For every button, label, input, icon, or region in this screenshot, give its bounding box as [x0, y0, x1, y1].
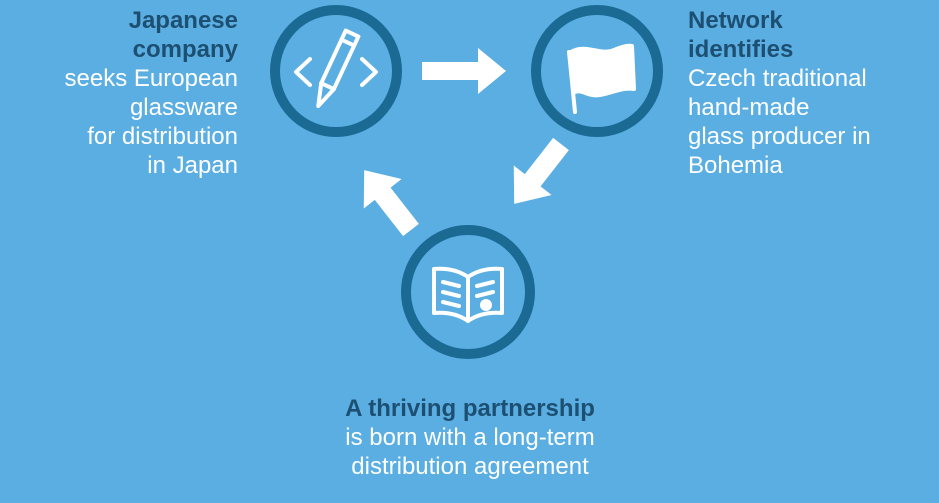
bottom-step-body-line-1: is born with a long-term: [345, 424, 595, 451]
left-step-body-line-2: glassware: [129, 94, 238, 121]
flag-icon: [567, 43, 636, 114]
left-step-title-line-1: Japanese: [128, 7, 238, 34]
right-step-title-line-2: identifies: [688, 36, 794, 63]
arrow-right-to-bottom: [513, 137, 569, 204]
right-step-body-line-1: Czech traditional: [688, 65, 867, 92]
arrow-left-to-right: [422, 48, 506, 94]
left-step-body-line-1: seeks European: [64, 65, 238, 92]
left-step-title-line-2: company: [132, 36, 238, 63]
bottom-step-text: A thriving partnership is born with a lo…: [280, 394, 660, 481]
right-step-body-line-2: hand-made: [688, 94, 810, 121]
left-step-circle: [270, 5, 402, 137]
left-step-body-line-3: for distribution: [87, 123, 238, 150]
bottom-step-body-line-2: distribution agreement: [351, 453, 589, 480]
left-step-body-line-4: in Japan: [147, 152, 238, 179]
arrow-bottom-to-left: [363, 170, 419, 237]
code-pencil-icon: [294, 28, 378, 109]
right-step-circle: [531, 5, 663, 137]
bottom-step-circle: [401, 225, 535, 359]
left-step-text: Japanese company seeks European glasswar…: [0, 6, 238, 180]
right-step-text: Network identifies Czech traditional han…: [688, 6, 939, 180]
right-step-body-line-4: Bohemia: [688, 152, 783, 179]
right-step-title-line-1: Network: [688, 7, 783, 34]
open-book-icon: [432, 266, 504, 323]
bottom-step-title-line-1: A thriving partnership: [345, 395, 595, 422]
right-step-body-line-3: glass producer in: [688, 123, 871, 150]
